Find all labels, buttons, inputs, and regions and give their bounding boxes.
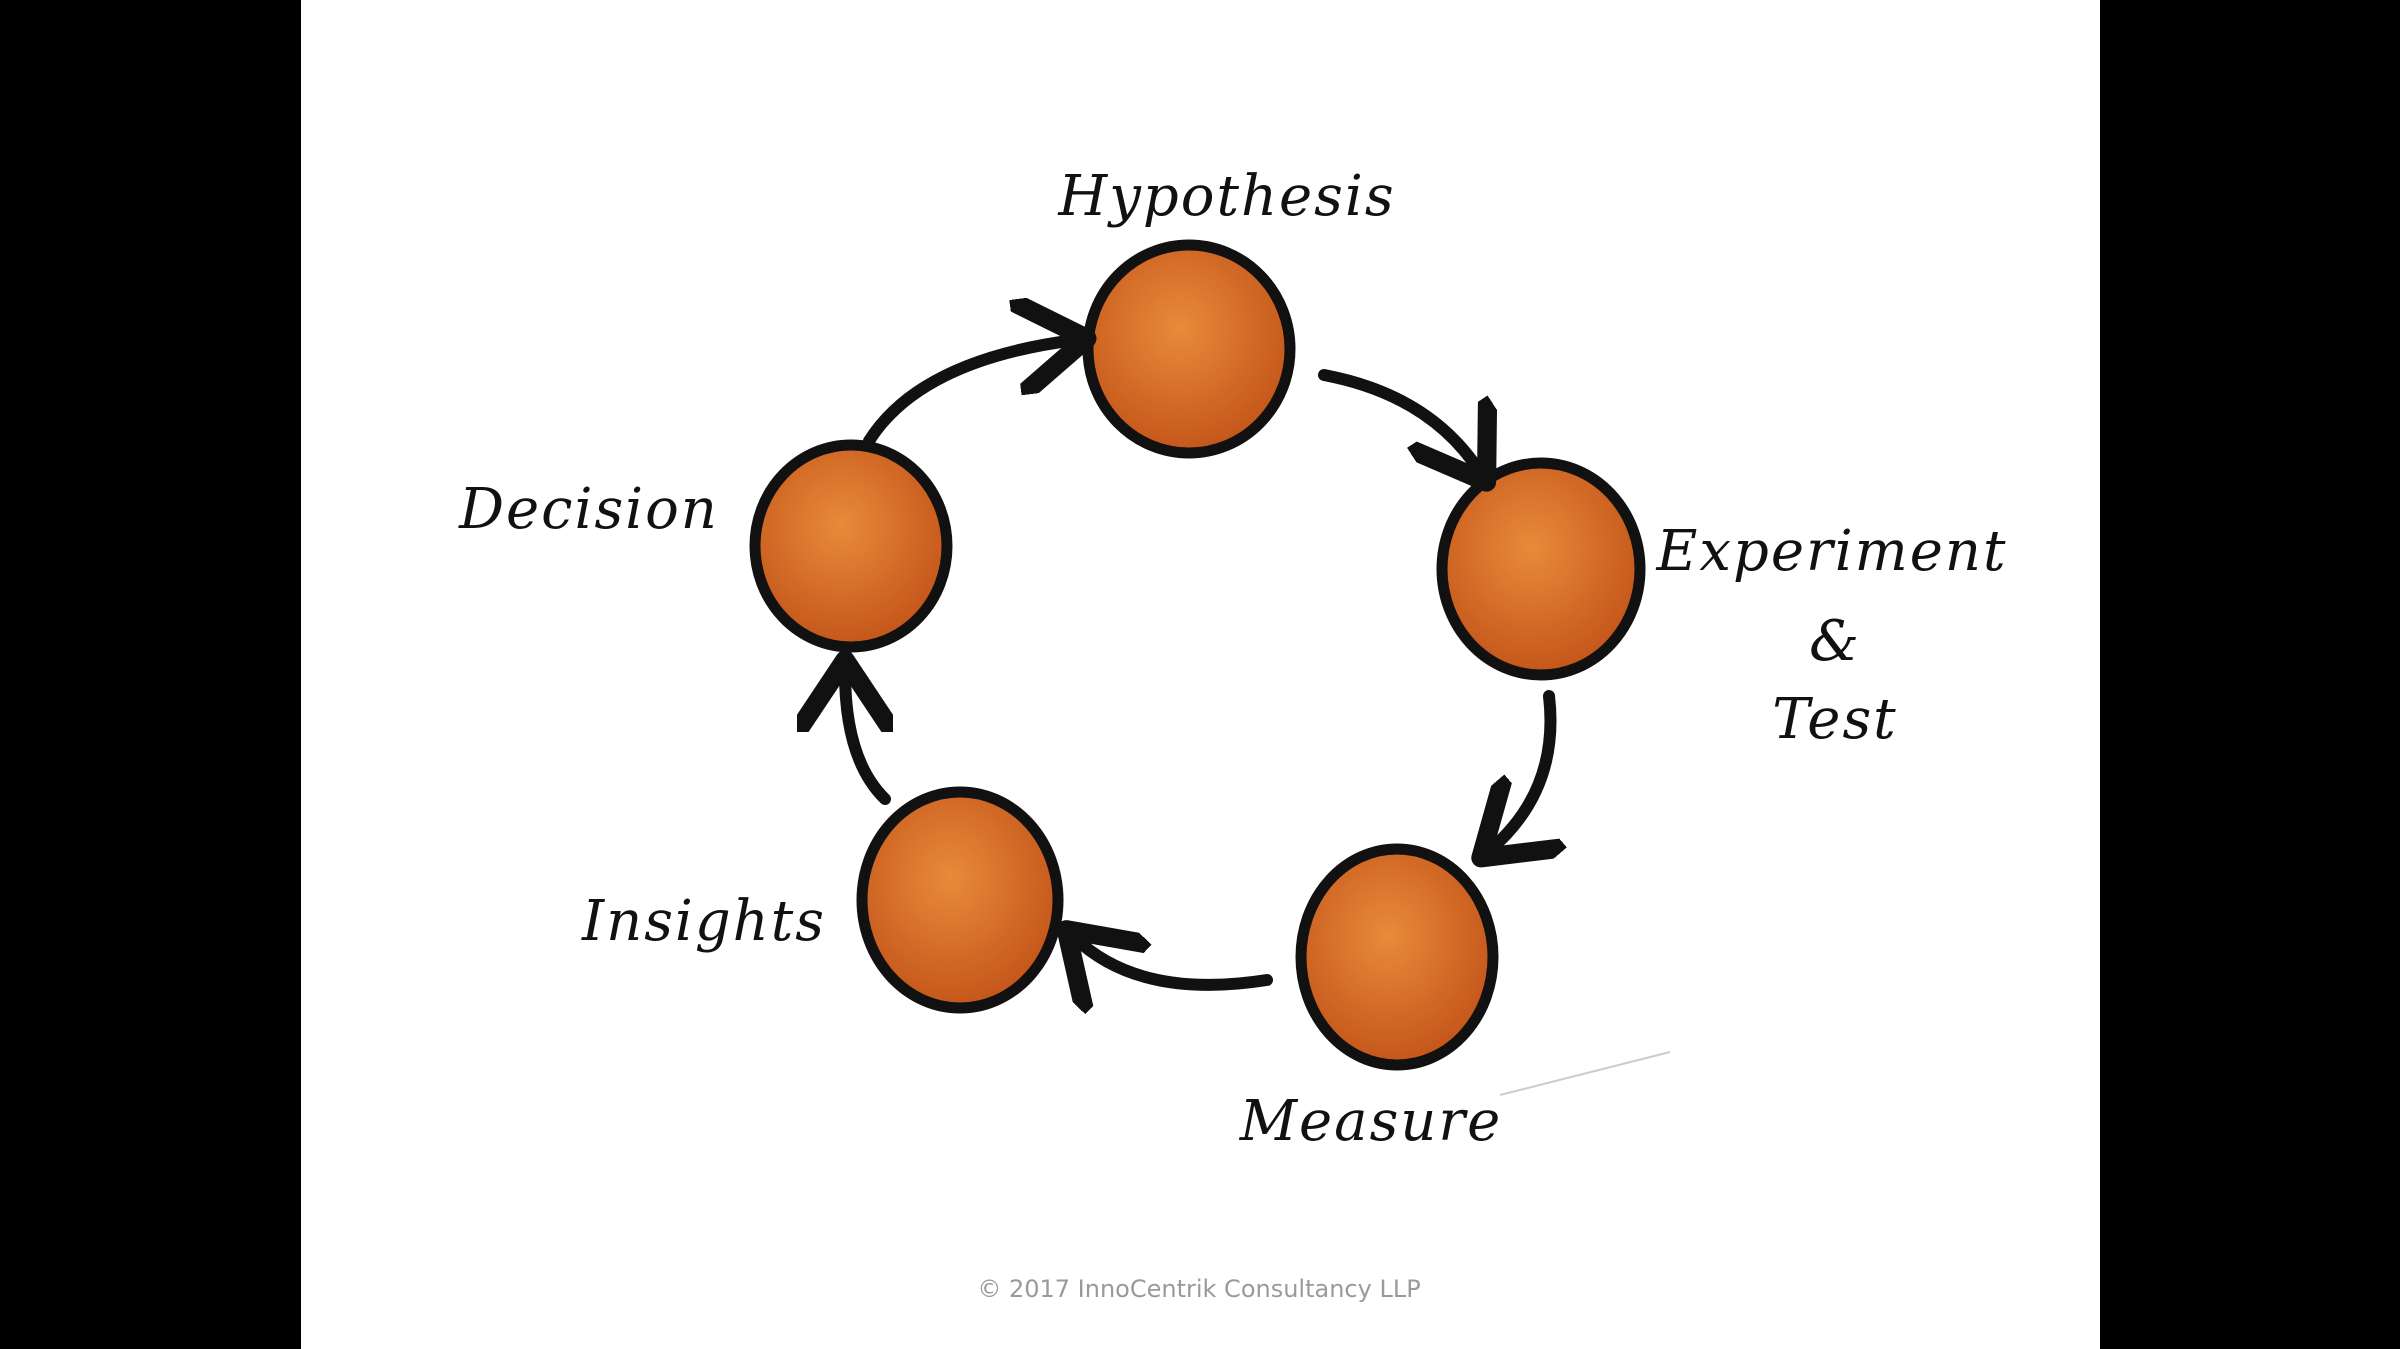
label-measure: Measure: [1239, 1089, 1503, 1154]
node-experiment: [1436, 457, 1646, 681]
stray-line: [1499, 1051, 1671, 1096]
node-insights: [856, 786, 1064, 1014]
arrow-insights-to-decision: [845, 672, 885, 805]
node-measure: [1295, 843, 1499, 1071]
label-hypothesis: Hypothesis: [1057, 164, 1395, 229]
node-hypothesis: [1082, 239, 1296, 459]
arrow-measure-to-insights: [1075, 938, 1273, 985]
label-ampersand: &: [1809, 609, 1861, 674]
label-decision: Decision: [458, 477, 719, 542]
arrow-decision-to-hypothesis: [863, 340, 1075, 447]
slide: [301, 0, 2100, 1349]
label-insights: Insights: [581, 889, 826, 954]
copyright-footer: © 2017 InnoCentrik Consultancy LLP: [977, 1275, 1420, 1303]
arrow-hypothesis-to-experiment: [1318, 369, 1480, 472]
arrow-experiment-to-measure: [1490, 690, 1550, 850]
node-decision: [749, 439, 953, 653]
label-test: Test: [1772, 687, 1897, 752]
label-experiment: Experiment: [1656, 519, 2008, 584]
